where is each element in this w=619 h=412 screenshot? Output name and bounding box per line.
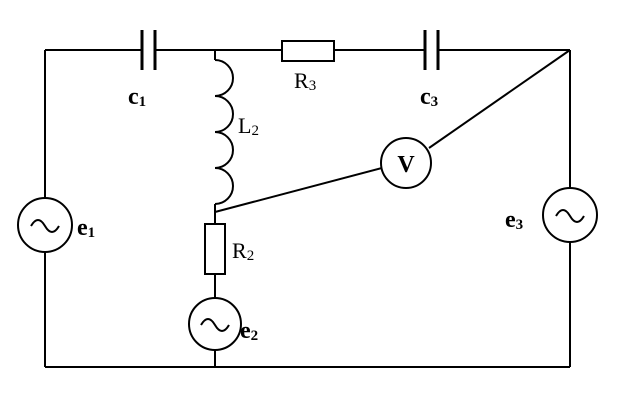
label-c1: c1	[128, 84, 146, 110]
ac-wave-icon	[200, 318, 230, 332]
label-r3: R3	[294, 68, 316, 94]
resistor-r3	[281, 40, 335, 62]
label-r2: R2	[232, 238, 254, 264]
source-e3	[542, 187, 598, 243]
label-c3: c3	[420, 84, 438, 110]
source-e2	[188, 297, 242, 351]
label-e1: e1	[77, 215, 95, 241]
label-l2: L2	[238, 113, 259, 139]
capacitor-c1	[140, 30, 157, 70]
label-e2: e2	[240, 318, 258, 344]
resistor-r2	[204, 223, 226, 275]
voltmeter-wires	[214, 49, 571, 213]
capacitor-c3	[423, 30, 440, 70]
label-e3: e3	[505, 207, 523, 233]
inductor-l2	[214, 59, 234, 205]
ac-wave-icon	[555, 209, 585, 223]
ac-wave-icon	[30, 219, 60, 233]
voltmeter: V	[380, 137, 432, 189]
source-e1	[17, 197, 73, 253]
voltmeter-label: V	[397, 152, 415, 178]
